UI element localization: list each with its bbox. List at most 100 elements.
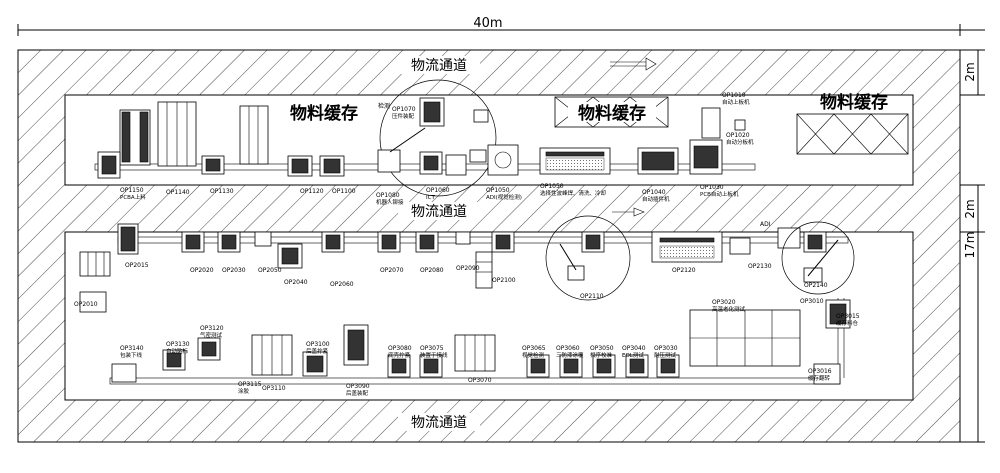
middle-line-equipment: [79, 215, 855, 313]
upper-station-desc: PCBA上料: [120, 193, 146, 201]
upper-station-desc: 自动上板机: [722, 98, 750, 106]
lower-station-id: OP3115: [238, 381, 262, 388]
top-channel-dimension: 2m: [963, 62, 977, 81]
upper-line-equipment: [94, 79, 756, 197]
lower-station-id: OP3080: [388, 345, 412, 352]
lower-station-desc: 高温老化测试: [712, 305, 746, 313]
buffer-middle-label: 物料缓存: [578, 103, 646, 124]
middle-station-id: OP2100: [492, 277, 516, 284]
middle-station-12: OP2120: [672, 267, 696, 274]
lower-station-16: OP3010: [800, 298, 824, 305]
lower-station-id: OP3015: [836, 313, 860, 320]
lower-station-desc: 缓存翻转: [808, 374, 831, 382]
middle-station-id: OP2130: [748, 263, 772, 270]
upper-extra-label: 检测: [378, 102, 390, 110]
channel-labels: 物流通道 物流通道 物流通道: [398, 56, 480, 431]
top-channel-label: 物流通道: [411, 58, 467, 74]
upper-station-id: OP1040: [642, 189, 666, 196]
buffer-left: 物料缓存: [280, 100, 368, 125]
middle-station-id: OP2060: [330, 281, 354, 288]
bottom-channel-label: 物流通道: [411, 415, 467, 431]
upper-station-id: OP1070: [392, 106, 416, 113]
lower-station-id: OP3070: [468, 377, 492, 384]
lower-station-id: OP3090: [346, 383, 370, 390]
lower-station-id: OP3110: [262, 385, 286, 392]
lower-station-id: OP3065: [522, 345, 546, 352]
upper-station-id: OP1050: [540, 183, 564, 190]
middle-station-4: OP2050: [258, 267, 282, 274]
lower-station-desc: 自动贴标: [166, 347, 189, 355]
lower-line-equipment: [109, 298, 851, 385]
upper-station-id: OP1130: [210, 188, 234, 195]
flow-arrow-middle: [612, 207, 645, 217]
buffer-right: 物料缓存: [796, 92, 909, 155]
upper-station-desc: ICT: [426, 195, 435, 201]
lower-station-id: OP3075: [420, 345, 444, 352]
middle-station-5: OP2040: [284, 279, 308, 286]
buffer-right-label: 物料缓存: [820, 92, 888, 113]
middle-station-id: OP2015: [125, 262, 149, 269]
lower-station-id: OP3140: [120, 345, 144, 352]
middle-station-id: OP2040: [284, 279, 308, 286]
lower-station-desc: 底壳拧紧: [388, 351, 411, 359]
upper-station-id: OP1010: [722, 92, 746, 99]
middle-station-13: OP2130: [748, 263, 772, 270]
middle-station-id: OP2090: [456, 265, 480, 272]
middle-station-1: OP2010: [74, 301, 98, 308]
flow-arrow-top: [610, 57, 657, 71]
extra-labels: 检测 ADI: [378, 102, 771, 228]
lower-station-id: OP3010: [800, 298, 824, 305]
middle-channel-dimension: 2m: [963, 199, 977, 218]
upper-station-id: OP1020: [726, 132, 750, 139]
robot-workcell-middle: [545, 215, 631, 301]
upper-station-desc: 选择性波峰焊、清洗、冷却: [540, 189, 607, 197]
upper-station-desc: 自动分板机: [726, 138, 754, 146]
middle-station-id: OP2020: [190, 267, 214, 274]
middle-station-id: OP2120: [672, 267, 696, 274]
middle-channel-label: 物流通道: [411, 204, 467, 220]
lower-station-4: OP3110: [262, 385, 286, 392]
lower-station-desc: 相序校准: [590, 351, 613, 359]
middle-extra-label: ADI: [760, 221, 771, 228]
upper-station-desc: ADI(视觉检测): [486, 193, 522, 201]
lower-station-desc: 三防漆涂覆: [556, 351, 584, 359]
middle-station-8: OP2080: [420, 267, 444, 274]
upper-station-4: OP1100: [332, 188, 356, 195]
middle-station-id: OP2030: [222, 267, 246, 274]
lower-station-id: OP3050: [590, 345, 614, 352]
middle-station-id: OP2010: [74, 301, 98, 308]
middle-station-10: OP2100: [492, 277, 516, 284]
lower-station-desc: 后盖装配: [346, 389, 369, 397]
middle-station-14: OP2140: [804, 282, 828, 289]
middle-station-3: OP2030: [222, 267, 246, 274]
lower-station-desc: 涂胶: [238, 387, 250, 395]
middle-station-7: OP2070: [380, 267, 404, 274]
upper-station-id: OP1030: [700, 184, 724, 191]
width-dimension: 40m: [473, 16, 502, 31]
lower-station-id: OP3040: [622, 345, 646, 352]
lower-station-desc: EOL测试: [622, 351, 644, 359]
middle-station-id: OP2140: [804, 282, 828, 289]
middle-station-id: OP2080: [420, 267, 444, 274]
robot-workcell-upper: [379, 79, 497, 197]
upper-station-desc: 自动插件机: [642, 195, 670, 203]
lower-station-desc: 包装下线: [120, 351, 143, 359]
